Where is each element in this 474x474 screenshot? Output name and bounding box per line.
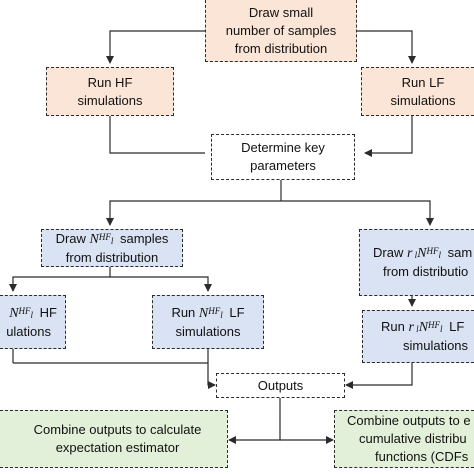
draw-nl-sup: HF — [98, 231, 111, 242]
run-nl-hf-suffix: HF — [36, 304, 57, 320]
draw-rnl-samples-box: Draw r lNHFl sam from distributio — [359, 229, 474, 296]
run-hf-line-1: Run HF — [87, 74, 133, 90]
draw-rnl-supsub: HFl — [426, 246, 442, 261]
run-hf-line-2: simulations — [77, 92, 143, 108]
run-nl-hf-supsub: HFl — [18, 305, 34, 320]
draw-nl-var: N — [89, 231, 99, 247]
run-nl-lf-prefix: Run — [171, 304, 199, 320]
run-nl-lf-box: Run NHFl LF simulations — [152, 295, 264, 349]
draw-rnl-line-1: Draw r lNHFl sam — [373, 244, 472, 263]
run-hf-box: Run HF simulations — [46, 67, 174, 116]
run-nl-lf-line-2: simulations — [175, 323, 241, 339]
connector-split-left — [106, 200, 281, 226]
run-lf-box: Run LF simulations — [361, 67, 474, 116]
draw-rnl-var: N — [417, 246, 427, 261]
run-rnl-lf-var: N — [418, 320, 429, 335]
draw-initial-samples-box: Draw small number of samples from distri… — [205, 0, 357, 62]
run-rnl-lf-supsub: HFl — [428, 320, 443, 335]
run-nl-hf-sub: l — [30, 309, 34, 320]
run-nl-hf-sup: HF — [18, 305, 31, 316]
draw-rnl-sub: l — [438, 250, 442, 261]
draw-rnl-coef-sub-wrap: l — [412, 246, 418, 261]
outputs-box: Outputs — [216, 373, 345, 398]
combine-exp-line-2: expectation estimator — [55, 440, 180, 455]
draw-initial-line-1: Draw small — [248, 4, 314, 20]
draw-nl-line-2: from distribution — [65, 249, 159, 265]
run-lf-line-1: Run LF — [401, 74, 445, 90]
run-rnl-lf-coef-sub: l — [416, 324, 419, 335]
draw-nl-supsub: HFl — [98, 231, 114, 246]
run-nl-hf-box: NHFl HF ulations — [0, 295, 66, 349]
run-nl-hf-line-1: NHFl HF — [9, 304, 57, 323]
draw-nl-suffix: samples — [116, 230, 169, 246]
run-nl-hf-var: N — [9, 305, 19, 321]
connector-merge-left — [13, 362, 216, 389]
run-rnl-lf-box: Run r lNHFl LF simulations — [362, 310, 474, 363]
connector-merge-right — [345, 371, 413, 389]
connector-to-exp — [228, 416, 281, 444]
connector-drawn-right — [110, 276, 212, 292]
draw-rnl-line-2: from distributio — [383, 264, 469, 279]
run-nl-lf-supsub: HFl — [208, 305, 223, 320]
combine-cdf-box: Combine outputs to e cumulative distribu… — [334, 410, 474, 468]
draw-nl-sub: l — [110, 235, 114, 246]
run-nl-lf-var: N — [198, 305, 209, 321]
outputs-label: Outputs — [257, 377, 304, 393]
connector-draw-to-lf — [357, 30, 416, 64]
determine-line-1: Determine key — [241, 140, 325, 155]
run-nl-lf-sup: HF — [208, 305, 221, 316]
connector-hf-to-determine — [109, 116, 205, 154]
run-rnl-lf-sub: l — [440, 324, 443, 335]
connector-lf-to-determine — [364, 116, 413, 157]
connector-split-right — [281, 200, 434, 226]
run-nl-hf-line-2: ulations — [6, 323, 51, 339]
run-rnl-lf-prefix: Run — [381, 319, 409, 334]
run-nl-lf-line-1: Run NHFl LF — [171, 304, 244, 323]
run-rnl-lf-coef-sub-wrap: l — [414, 320, 419, 334]
draw-rnl-prefix: Draw — [373, 245, 407, 260]
run-rnl-lf-suffix: LF — [445, 319, 465, 334]
combine-cdf-line-1: Combine outputs to e — [347, 413, 471, 428]
draw-rnl-sup: HF — [426, 246, 439, 257]
connector-drawn-left — [9, 276, 110, 292]
connector-draw-to-hf — [106, 30, 205, 64]
run-rnl-lf-line-2: simulations — [403, 338, 469, 353]
draw-nl-samples-box: Draw NHFl samples from distribution — [41, 229, 183, 267]
run-nl-lf-sub: l — [220, 309, 223, 320]
determine-line-2: parameters — [250, 158, 316, 173]
combine-cdf-line-2: cumulative distribu — [359, 431, 467, 446]
draw-rnl-coef-sub: l — [414, 250, 418, 261]
run-rnl-lf-coef: r — [408, 320, 414, 335]
combine-exp-line-1: Combine outputs to calculate — [33, 422, 202, 437]
determine-parameters-box: Determine key parameters — [211, 134, 355, 180]
draw-initial-line-3: from distribution — [234, 40, 328, 56]
run-rnl-lf-line-1: Run r lNHFl LF — [381, 318, 464, 337]
draw-rnl-suffix: sam — [444, 245, 473, 260]
run-lf-line-2: simulations — [390, 92, 456, 108]
run-nl-lf-suffix: LF — [225, 304, 245, 320]
combine-cdf-line-3: functions (CDFs — [375, 449, 469, 464]
combine-expectation-box: Combine outputs to calculate expectation… — [0, 410, 228, 468]
draw-initial-line-2: number of samples — [225, 22, 337, 38]
draw-rnl-coef: r — [406, 246, 413, 261]
draw-nl-prefix: Draw — [55, 230, 90, 246]
draw-nl-line-1: Draw NHFl samples — [56, 230, 169, 249]
run-rnl-lf-sup: HF — [428, 320, 441, 331]
